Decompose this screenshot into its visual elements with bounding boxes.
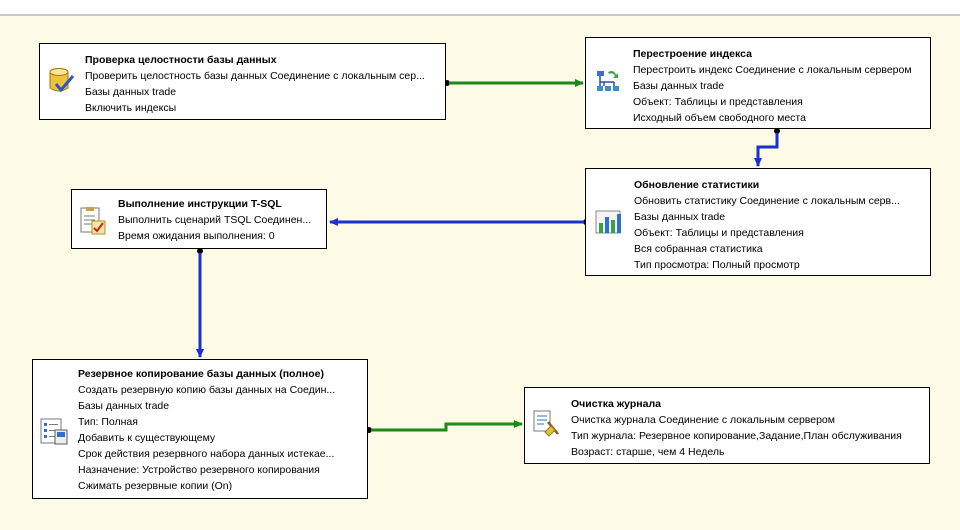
connector-statistics-to-tsql[interactable]: [329, 218, 589, 226]
task-title: Перестроение индекса: [633, 48, 752, 60]
task-detail-line: Назначение: Устройство резервного копиро…: [78, 464, 320, 476]
task-detail-line: Тип: Полная: [78, 416, 138, 428]
connector-integrity-to-rebuild[interactable]: [444, 79, 584, 87]
task-detail-line: Тип просмотра: Полный просмотр: [634, 259, 800, 271]
task-detail-line: Добавить к существующему: [78, 432, 216, 444]
task-detail-line: Объект: Таблицы и представления: [633, 96, 803, 108]
task-detail-line: Перестроить индекс Соединение с локальны…: [633, 64, 912, 76]
task-title: Проверка целостности базы данных: [85, 54, 277, 66]
task-detail-line: Проверить целостность базы данных Соедин…: [85, 70, 425, 82]
task-detail-line: Базы данных trade: [634, 211, 726, 223]
task-check-integrity[interactable]: Проверка целостности базы данных Провери…: [39, 43, 446, 120]
task-detail-line: Исходный объем свободного места: [633, 112, 806, 124]
statistics-chart-icon: [594, 207, 624, 237]
task-detail-line: Включить индексы: [85, 102, 177, 114]
task-detail-line: Базы данных trade: [85, 86, 177, 98]
index-tree-icon: [594, 68, 624, 98]
task-detail-line: Вся собранная статистика: [634, 243, 763, 255]
backup-list-icon: [39, 416, 69, 446]
task-rebuild-index[interactable]: Перестроение индекса Перестроить индекс …: [585, 37, 931, 129]
task-update-statistics[interactable]: Обновление статистики Обновить статистик…: [585, 168, 931, 276]
task-execute-tsql[interactable]: Выполнение инструкции T-SQL Выполнить сц…: [71, 189, 327, 249]
database-check-icon: [46, 66, 76, 96]
task-detail-line: Объект: Таблицы и представления: [634, 227, 804, 239]
task-detail-line: Срок действия резервного набора данных и…: [78, 448, 335, 460]
task-detail-line: Время ожидания выполнения: 0: [118, 230, 275, 242]
designer-top-bar: [0, 0, 960, 16]
task-history-cleanup[interactable]: Очистка журнала Очистка журнала Соединен…: [524, 387, 930, 464]
task-detail-line: Базы данных trade: [633, 80, 725, 92]
history-cleanup-icon: [531, 408, 561, 438]
connector-tsql-to-backup[interactable]: [196, 248, 204, 358]
task-title: Выполнение инструкции T-SQL: [118, 198, 282, 210]
task-detail-line: Сжимать резервные копии (On): [78, 480, 233, 492]
connector-backup-to-cleanup[interactable]: [366, 420, 523, 433]
task-detail-line: Базы данных trade: [78, 400, 170, 412]
task-title: Очистка журнала: [571, 398, 661, 410]
connector-rebuild-to-statistics[interactable]: [754, 128, 780, 167]
task-detail-line: Обновить статистику Соединение с локальн…: [634, 195, 900, 207]
script-document-icon: [78, 206, 108, 236]
task-title: Резервное копирование базы данных (полно…: [78, 368, 324, 380]
task-detail-line: Очистка журнала Соединение с локальным с…: [571, 414, 835, 426]
task-detail-line: Создать резервную копию базы данных на С…: [78, 384, 336, 396]
task-detail-line: Возраст: старше, чем 4 Недель: [571, 446, 725, 458]
task-title: Обновление статистики: [634, 179, 760, 191]
task-backup-database[interactable]: Резервное копирование базы данных (полно…: [32, 359, 368, 499]
task-detail-line: Тип журнала: Резервное копирование,Задан…: [571, 430, 902, 442]
task-detail-line: Выполнить сценарий TSQL Соединен...: [118, 214, 312, 226]
